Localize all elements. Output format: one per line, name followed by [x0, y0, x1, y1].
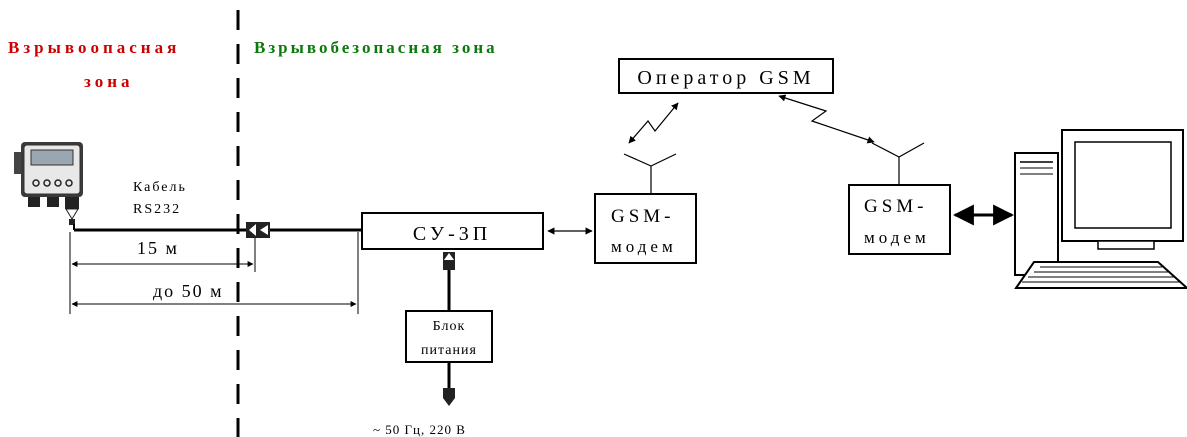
cable-label-line1: Кабель — [133, 180, 187, 195]
hazardous-zone-title-line2: зона — [84, 72, 134, 91]
gsm-modem-left-label-line2: модем — [611, 237, 677, 256]
safe-zone-title: Взрывобезопасная зона — [254, 38, 498, 57]
antenna-icon — [624, 154, 676, 194]
dimension-50m-label: до 50 м — [153, 281, 224, 301]
gsm-modem-right-label-line1: GSM- — [864, 196, 928, 217]
hazardous-zone-title-line1: Взрывоопасная — [8, 38, 180, 57]
gsm-modem-right-label-line2: модем — [864, 228, 930, 247]
power-connector-top-icon — [443, 252, 455, 270]
gsm-modem-left-label-line1: GSM- — [611, 206, 675, 227]
cable-label-line2: RS232 — [133, 202, 181, 217]
dimension-15m-label: 15 м — [137, 238, 179, 258]
cable-connector-icon — [246, 222, 270, 238]
mains-supply-label: ~ 50 Гц, 220 В — [373, 422, 466, 437]
power-supply-label-line2: питания — [421, 343, 477, 358]
lightning-link-icon — [779, 96, 874, 142]
sensor-device-icon — [14, 142, 83, 225]
controller-label: СУ-3П — [413, 223, 491, 245]
mains-plug-icon — [443, 388, 455, 406]
power-supply-label-line1: Блок — [433, 319, 466, 334]
antenna-icon — [872, 143, 924, 185]
lightning-link-icon — [629, 103, 678, 143]
gsm-operator-label: Оператор GSM — [637, 67, 814, 89]
desktop-computer-icon — [1015, 130, 1187, 288]
